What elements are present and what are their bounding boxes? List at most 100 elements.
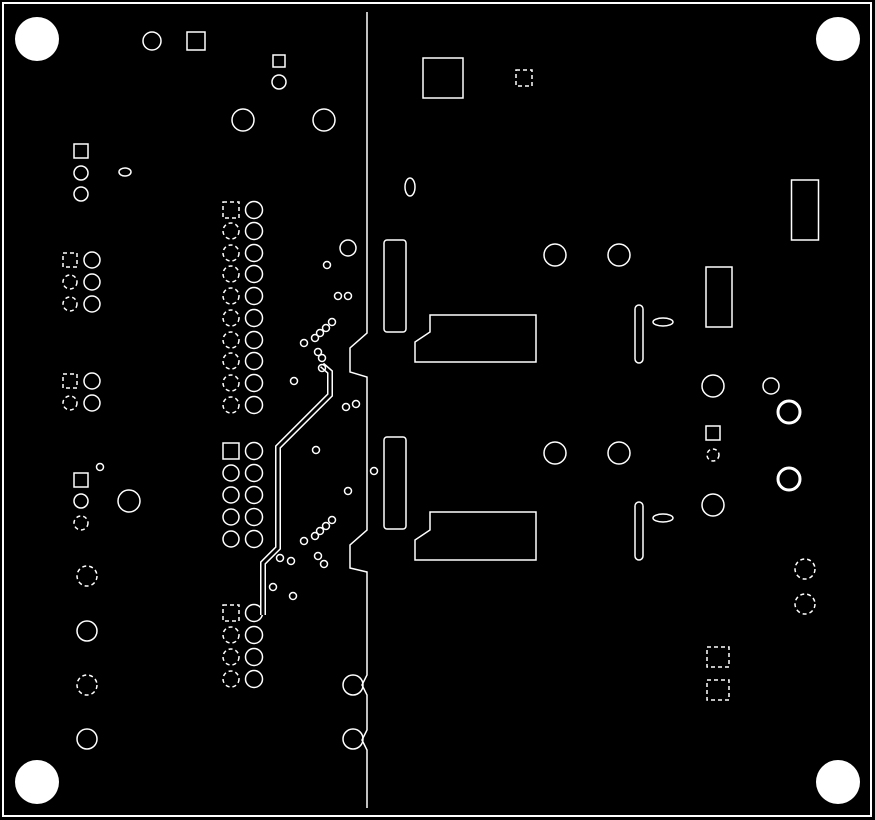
header-pad bbox=[244, 395, 264, 415]
via bbox=[319, 559, 329, 569]
pad bbox=[76, 565, 98, 587]
pad bbox=[312, 108, 336, 132]
trace-outline bbox=[260, 362, 333, 615]
pad bbox=[543, 441, 567, 465]
slot-pad bbox=[634, 304, 644, 364]
header-pad bbox=[244, 625, 264, 645]
mounting-hole bbox=[816, 760, 860, 804]
pad bbox=[543, 243, 567, 267]
header-pad bbox=[244, 603, 264, 623]
via bbox=[327, 317, 337, 327]
pad-square bbox=[515, 69, 533, 87]
smd-pad bbox=[414, 314, 537, 363]
header-pad bbox=[244, 669, 264, 689]
header-pad bbox=[222, 331, 240, 349]
via bbox=[289, 376, 299, 386]
via bbox=[369, 466, 379, 476]
header-pad bbox=[222, 352, 240, 370]
via bbox=[317, 363, 327, 373]
pad bbox=[62, 274, 78, 290]
pad-square bbox=[62, 252, 78, 268]
via bbox=[313, 347, 323, 357]
pad-square bbox=[73, 143, 89, 159]
pad-rect bbox=[790, 179, 820, 241]
via bbox=[333, 291, 343, 301]
pad bbox=[73, 515, 89, 531]
header-pad bbox=[244, 264, 264, 284]
header-pad bbox=[244, 529, 264, 549]
header-pad bbox=[222, 464, 240, 482]
via bbox=[268, 582, 278, 592]
via bbox=[343, 291, 353, 301]
pad bbox=[231, 108, 255, 132]
header-pad bbox=[244, 441, 264, 461]
header-pad bbox=[222, 486, 240, 504]
via bbox=[321, 323, 331, 333]
header-pad bbox=[222, 670, 240, 688]
slot-pad bbox=[118, 167, 132, 177]
via bbox=[286, 556, 296, 566]
pad-rect bbox=[383, 239, 407, 333]
pad bbox=[83, 295, 101, 313]
pad bbox=[701, 493, 725, 517]
via bbox=[288, 591, 298, 601]
pad-square bbox=[186, 31, 206, 51]
via bbox=[341, 402, 351, 412]
trace-inner bbox=[261, 363, 332, 615]
pad bbox=[117, 489, 141, 513]
via bbox=[315, 328, 325, 338]
header-pad bbox=[244, 200, 264, 220]
pad bbox=[142, 31, 162, 51]
header-pad bbox=[222, 648, 240, 666]
via bbox=[299, 536, 309, 546]
header-pad bbox=[244, 463, 264, 483]
pad bbox=[73, 165, 89, 181]
via bbox=[310, 333, 320, 343]
slot-pad bbox=[652, 513, 674, 523]
header-pad bbox=[222, 374, 240, 392]
pad bbox=[73, 186, 89, 202]
pad bbox=[83, 251, 101, 269]
header-pad-square bbox=[222, 201, 240, 219]
pad bbox=[607, 243, 631, 267]
header-pad bbox=[222, 530, 240, 548]
header-pad bbox=[222, 287, 240, 305]
pad bbox=[62, 296, 78, 312]
header-pad bbox=[244, 330, 264, 350]
pad-square bbox=[706, 679, 730, 701]
pad bbox=[83, 394, 101, 412]
header-pad bbox=[244, 286, 264, 306]
via bbox=[322, 260, 332, 270]
pad bbox=[794, 558, 816, 580]
pad bbox=[76, 674, 98, 696]
via bbox=[351, 399, 361, 409]
via bbox=[95, 462, 105, 472]
mounting-hole bbox=[816, 17, 860, 61]
header-pad bbox=[222, 309, 240, 327]
pad bbox=[271, 74, 287, 90]
pad bbox=[73, 493, 89, 509]
pad bbox=[76, 728, 98, 750]
pad bbox=[339, 239, 357, 257]
pad-rect bbox=[705, 266, 733, 328]
header-pad-square bbox=[222, 442, 240, 460]
pad-square bbox=[272, 54, 286, 68]
pad-square bbox=[73, 472, 89, 488]
slot-pad bbox=[634, 501, 644, 561]
via bbox=[275, 553, 285, 563]
header-pad bbox=[222, 508, 240, 526]
pad bbox=[342, 674, 364, 696]
pad bbox=[342, 728, 364, 750]
via bbox=[343, 486, 353, 496]
pad-rect bbox=[383, 436, 407, 530]
slot-pad bbox=[652, 317, 674, 327]
pad bbox=[776, 399, 802, 425]
header-pad bbox=[222, 265, 240, 283]
mounting-hole bbox=[15, 17, 59, 61]
via bbox=[311, 445, 321, 455]
slot-pad bbox=[404, 177, 416, 197]
pad bbox=[83, 273, 101, 291]
pad bbox=[607, 441, 631, 465]
